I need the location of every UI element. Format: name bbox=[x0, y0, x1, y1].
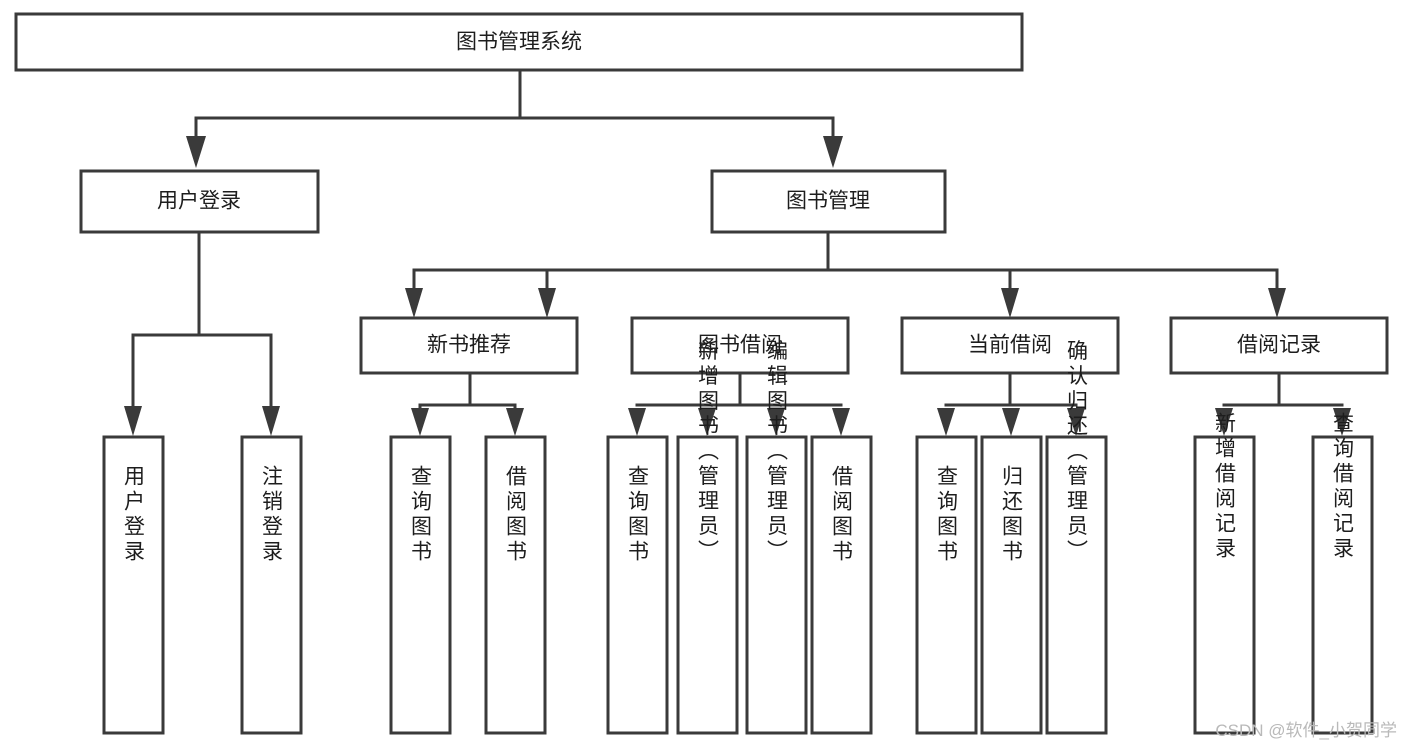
leaf-box[interactable] bbox=[484, 435, 547, 735]
leaf-current-confirm-return[interactable]: 确认归还（管理员） bbox=[1045, 340, 1108, 735]
leaf-box[interactable] bbox=[1311, 435, 1374, 735]
leaf-label: 确认归还（管理员） bbox=[1065, 340, 1089, 565]
arrow-ul-leaf1 bbox=[124, 406, 142, 436]
arrow-to-borrow bbox=[538, 288, 556, 318]
leaf-user-login-signout[interactable]: 注销登录 bbox=[240, 435, 303, 735]
root-label: 图书管理系统 bbox=[456, 31, 582, 54]
node-book-management[interactable]: 图书管理 bbox=[710, 169, 947, 234]
leaf-label: 归还图书 bbox=[1000, 465, 1024, 565]
level2-box[interactable] bbox=[1169, 316, 1389, 375]
user-login-box[interactable] bbox=[79, 169, 320, 234]
leaf-label: 查询借阅记录 bbox=[1331, 412, 1355, 562]
leaf-record-query[interactable]: 查询借阅记录 bbox=[1311, 412, 1374, 735]
level2-label: 当前借阅 bbox=[968, 334, 1052, 357]
leaf-borrow-edit-book[interactable]: 编辑图书（管理员） bbox=[745, 340, 808, 735]
node-book-borrow[interactable]: 图书借阅 bbox=[630, 316, 850, 375]
leaf-box[interactable] bbox=[676, 435, 739, 735]
root-box[interactable] bbox=[14, 12, 1024, 72]
level2-box[interactable] bbox=[630, 316, 850, 375]
arrow-cb-leaf1 bbox=[937, 408, 955, 436]
level2-label: 新书推荐 bbox=[427, 334, 511, 357]
arrow-cb-leaf2 bbox=[1002, 408, 1020, 436]
leaf-current-query-book[interactable]: 查询图书 bbox=[915, 435, 978, 735]
level2-box[interactable] bbox=[900, 316, 1120, 375]
level2-label: 借阅记录 bbox=[1237, 334, 1321, 357]
leaf-borrow-add-book[interactable]: 新增图书（管理员） bbox=[676, 340, 739, 735]
leaf-box[interactable] bbox=[240, 435, 303, 735]
connectors bbox=[124, 68, 1351, 436]
leaf-current-return-book[interactable]: 归还图书 bbox=[980, 435, 1043, 735]
leaf-box[interactable] bbox=[1045, 435, 1108, 735]
leaf-box[interactable] bbox=[915, 435, 978, 735]
leaf-borrow-query-book[interactable]: 查询图书 bbox=[606, 435, 669, 735]
leaf-label: 注销登录 bbox=[260, 465, 284, 565]
leaf-label: 借阅图书 bbox=[504, 465, 528, 565]
arrow-ul-leaf2 bbox=[262, 406, 280, 436]
leaf-label: 编辑图书（管理员） bbox=[765, 340, 789, 565]
leaf-label: 查询图书 bbox=[409, 465, 433, 565]
book-management-label: 图书管理 bbox=[786, 190, 870, 213]
node-new-book-recommend[interactable]: 新书推荐 bbox=[359, 316, 579, 375]
leaf-label: 查询图书 bbox=[626, 465, 650, 565]
leaf-record-add[interactable]: 新增借阅记录 bbox=[1193, 412, 1256, 735]
user-login-label: 用户登录 bbox=[157, 190, 241, 213]
arrow-rc-leaf1 bbox=[1215, 408, 1233, 436]
leaf-box[interactable] bbox=[980, 435, 1043, 735]
leaf-box[interactable] bbox=[1193, 435, 1256, 735]
arrow-bl-leaf3 bbox=[767, 408, 785, 436]
leaf-label: 新增图书（管理员） bbox=[696, 340, 720, 565]
level2-label: 图书借阅 bbox=[698, 334, 782, 357]
arrow-to-book-mgmt bbox=[823, 136, 843, 168]
arrow-to-current bbox=[1001, 288, 1019, 318]
arrow-rc-leaf2 bbox=[1333, 408, 1351, 436]
arrow-cb-leaf3 bbox=[1067, 408, 1085, 436]
arrow-bl-leaf4 bbox=[832, 408, 850, 436]
node-root[interactable]: 图书管理系统 bbox=[14, 12, 1024, 72]
leaf-label: 借阅图书 bbox=[830, 465, 854, 565]
csdn-watermark: CSDN @软件_小贺同学 bbox=[1215, 721, 1397, 740]
node-borrow-record[interactable]: 借阅记录 bbox=[1169, 316, 1389, 375]
leaf-box[interactable] bbox=[810, 435, 873, 735]
arrow-to-newbook bbox=[405, 288, 423, 318]
arrow-to-record bbox=[1268, 288, 1286, 318]
leaf-newbook-query[interactable]: 查询图书 bbox=[389, 435, 452, 735]
leaf-newbook-borrow[interactable]: 借阅图书 bbox=[484, 435, 547, 735]
arrow-bl-leaf1 bbox=[628, 408, 646, 436]
level2-box[interactable] bbox=[359, 316, 579, 375]
leaf-box[interactable] bbox=[102, 435, 165, 735]
arrow-bl-leaf2 bbox=[698, 408, 716, 436]
node-user-login[interactable]: 用户登录 bbox=[79, 169, 320, 234]
leaf-user-login-signin[interactable]: 用户登录 bbox=[102, 435, 165, 735]
leaf-label: 新增借阅记录 bbox=[1213, 412, 1237, 562]
arrow-nb-leaf2 bbox=[506, 408, 524, 436]
leaf-label: 用户登录 bbox=[122, 465, 146, 565]
leaf-box[interactable] bbox=[389, 435, 452, 735]
leaf-box[interactable] bbox=[745, 435, 808, 735]
leaf-label: 查询图书 bbox=[935, 465, 959, 565]
leaf-borrow-borrow-book[interactable]: 借阅图书 bbox=[810, 435, 873, 735]
leaf-box[interactable] bbox=[606, 435, 669, 735]
node-current-borrow[interactable]: 当前借阅 bbox=[900, 316, 1120, 375]
book-management-box[interactable] bbox=[710, 169, 947, 234]
arrow-nb-leaf1 bbox=[411, 408, 429, 436]
arrow-to-user-login bbox=[186, 136, 206, 168]
